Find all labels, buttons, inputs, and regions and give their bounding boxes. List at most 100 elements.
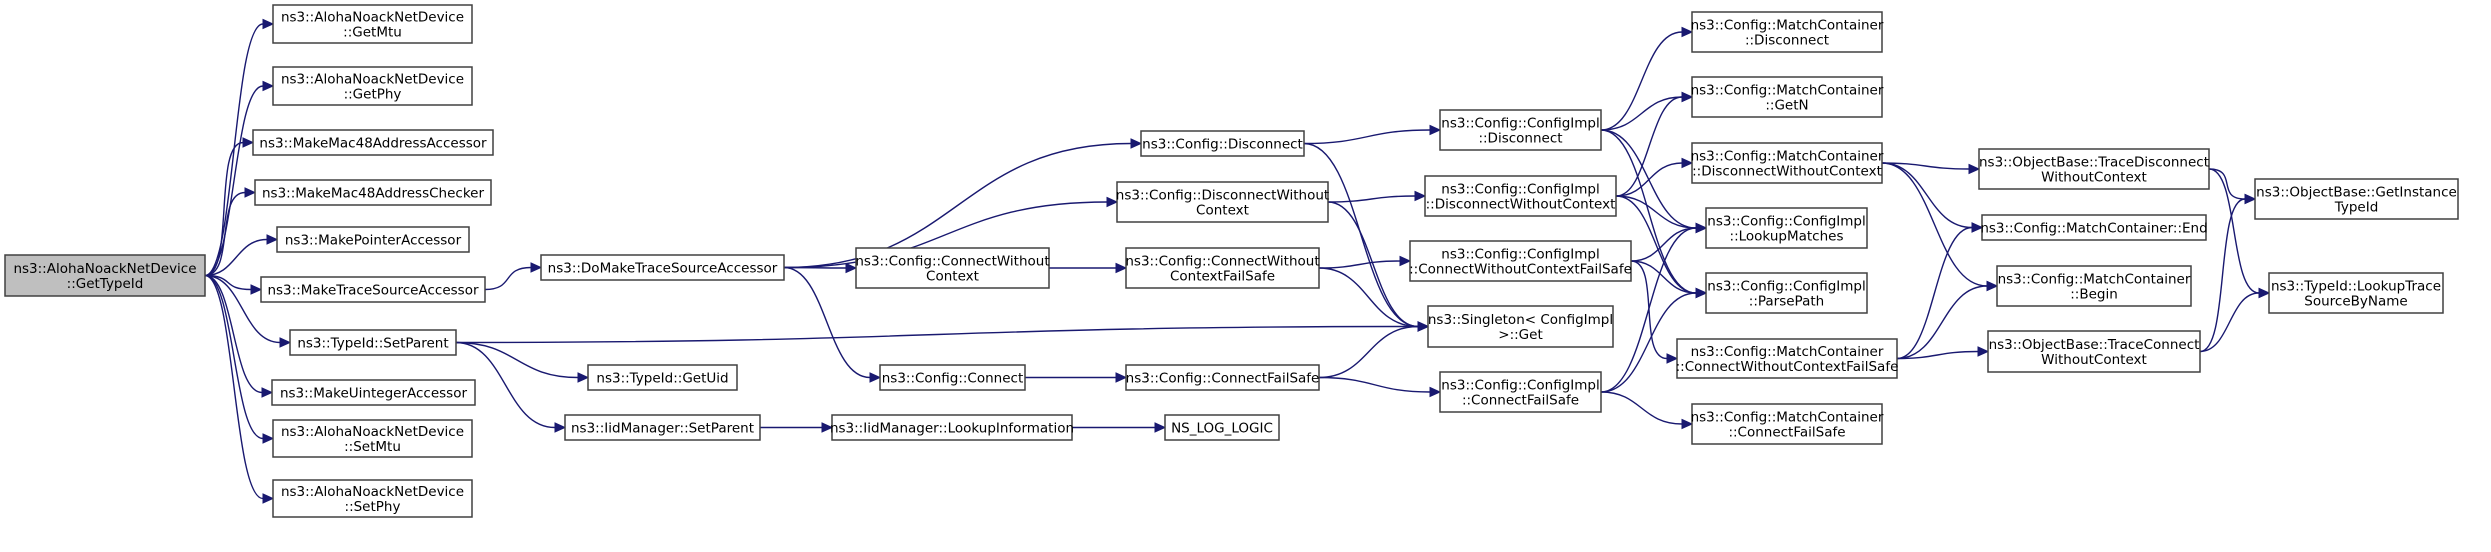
graph-node[interactable]: ns3::ObjectBase::TraceDisconnectWithoutC… (1978, 148, 2210, 190)
graph-node[interactable]: ns3::Config::DisconnectWithoutContext (1116, 181, 1329, 223)
node-box (4, 254, 206, 297)
edge-line (1303, 129, 1431, 145)
edge-line (1630, 227, 1697, 262)
graph-node[interactable]: ns3::IidManager::SetParent (564, 414, 761, 441)
edge-line (1615, 195, 1697, 294)
arrowhead-icon (1429, 124, 1442, 136)
graph-node[interactable]: ns3::MakeTraceSourceAccessor (260, 276, 486, 303)
arrowhead-icon (262, 80, 275, 92)
graph-node[interactable]: ns3::ObjectBase::TraceConnectWithoutCont… (1987, 330, 2201, 373)
graph-node[interactable]: ns3::Config::MatchContainer::GetN (1691, 76, 1884, 118)
edge-line (1881, 162, 1970, 170)
graph-node[interactable]: ns3::MakeUintegerAccessor (271, 379, 476, 406)
arrowhead-icon (821, 422, 834, 433)
edge-line (1615, 162, 1683, 197)
graph-node[interactable]: ns3::Config::ConfigImpl::ParsePath (1705, 272, 1868, 314)
arrowhead-icon (1971, 222, 1984, 233)
node-label: ns3::IidManager::SetParent (571, 421, 754, 437)
node-label: ::GetN (1765, 98, 1808, 114)
arrowhead-icon (279, 337, 292, 348)
node-label: ::Disconnect (1478, 131, 1562, 147)
node-label: ns3::AlohaNoackNetDevice (281, 424, 464, 440)
graph-node[interactable]: ns3::Config::ConfigImpl::DisconnectWitho… (1424, 175, 1617, 217)
graph-node[interactable]: ns3::Config::ConnectWithoutContext (855, 247, 1050, 289)
edge-cfgdisc-to-singleton (1303, 142, 1430, 332)
node-box (1424, 175, 1617, 217)
graph-node[interactable]: ns3::Config::ConfigImpl::ConnectFailSafe (1439, 371, 1602, 413)
graph-node[interactable]: ns3::AlohaNoackNetDevice::GetPhy (272, 66, 473, 106)
graph-node[interactable]: ns3::Config::MatchContainer::Disconnect (1691, 11, 1884, 53)
node-box (1164, 414, 1280, 441)
arrowhead-icon (577, 372, 590, 383)
graph-node[interactable]: ns3::Config::MatchContainer::End (1980, 214, 2208, 241)
graph-node[interactable]: ns3::Config::MatchContainer::Begin (1996, 265, 2192, 307)
node-label: Context (1196, 203, 1249, 219)
graph-node[interactable]: ns3::TypeId::SetParent (289, 329, 457, 356)
arrowhead-icon (554, 422, 567, 433)
arrowhead-icon (1681, 26, 1694, 38)
arrowhead-icon (1399, 255, 1412, 267)
node-label: ns3::Config::MatchContainer (1691, 18, 1884, 34)
node-label: Context (926, 269, 979, 285)
node-box (276, 226, 470, 253)
edge-line (1600, 292, 1697, 393)
graph-node[interactable]: ns3::Config::MatchContainer::DisconnectW… (1691, 142, 1884, 184)
edge-root-to-setparent (204, 274, 292, 348)
graph-node[interactable]: ns3::IidManager::LookupInformation (830, 414, 1074, 441)
node-label: ns3::Config::ConfigImpl (1441, 247, 1599, 263)
node-label: ::LookupMatches (1730, 229, 1844, 245)
graph-node[interactable]: ns3::Config::Connect (879, 364, 1026, 391)
node-box (272, 419, 473, 458)
edge-line (204, 141, 244, 277)
node-label: ns3::ObjectBase::GetInstance (2256, 185, 2457, 201)
arrowhead-icon (1666, 353, 1679, 364)
graph-node[interactable]: ns3::Config::MatchContainer::ConnectFail… (1691, 403, 1884, 445)
graph-node[interactable]: ns3::DoMakeTraceSourceAccessor (540, 254, 785, 281)
edge-lookupinfo-to-nslog (1072, 422, 1167, 433)
edge-line (1600, 391, 1683, 425)
graph-node[interactable]: ns3::Config::ConfigImpl::ConnectWithoutC… (1409, 240, 1632, 282)
graph-node[interactable]: ns3::Config::ConnectFailSafe (1125, 364, 1320, 391)
edge-line (455, 341, 556, 429)
edge-cfgdisc-to-implDisc (1303, 124, 1442, 145)
graph-node[interactable]: ns3::Config::MatchContainer::ConnectWith… (1676, 338, 1899, 379)
edge-line (1600, 129, 1697, 294)
edge-root-to-setphy (204, 274, 275, 504)
node-label: ::Disconnect (1745, 33, 1829, 49)
graph-node[interactable]: ns3::Config::ConnectWithoutContextFailSa… (1125, 247, 1320, 289)
edge-domake-to-cfgconn (783, 266, 882, 383)
edge-line (204, 274, 263, 394)
graph-node[interactable]: ns3::TypeId::GetUid (587, 364, 738, 391)
graph-node[interactable]: ns3::MakeMac48AddressChecker (254, 179, 492, 206)
edge-root-to-getmtu (204, 18, 275, 277)
graph-node[interactable]: ns3::Config::ConfigImpl::LookupMatches (1705, 207, 1868, 249)
graph-node[interactable]: ns3::AlohaNoackNetDevice::SetMtu (272, 419, 473, 458)
edge-setparent-to-getuid (455, 341, 590, 383)
arrowhead-icon (262, 18, 275, 30)
root-node[interactable]: ns3::AlohaNoackNetDevice::GetTypeId (4, 254, 206, 297)
node-box (1676, 338, 1898, 379)
node-label: ns3::MakeTraceSourceAccessor (267, 283, 478, 299)
graph-node[interactable]: ns3::MakeMac48AddressAccessor (252, 129, 494, 156)
node-label: ns3::ObjectBase::TraceDisconnect (1979, 155, 2209, 171)
edge-mcConnWcFs-to-mcEnd (1896, 222, 1984, 360)
graph-node[interactable]: ns3::Config::ConfigImpl::Disconnect (1439, 109, 1602, 151)
graph-node[interactable]: ns3::Singleton< ConfigImpl>::Get (1427, 305, 1614, 348)
edge-implConnWcFs-to-lookupMatches (1630, 222, 1708, 262)
node-label: ::ConnectWithoutContextFailSafe (1676, 359, 1899, 375)
graph-node[interactable]: ns3::MakePointerAccessor (276, 226, 470, 253)
edge-traceConnWc-to-getInstTypeId (2199, 193, 2257, 353)
graph-node[interactable]: ns3::Config::Disconnect (1140, 130, 1305, 157)
graph-node[interactable]: NS_LOG_LOGIC (1164, 414, 1280, 441)
graph-node[interactable]: ns3::AlohaNoackNetDevice::GetMtu (272, 4, 473, 44)
node-label: ::GetTypeId (67, 276, 144, 292)
node-box (1705, 272, 1868, 314)
edge-line (1318, 376, 1431, 393)
edge-line (1896, 350, 1979, 360)
node-box (2268, 272, 2444, 314)
arrowhead-icon (242, 137, 255, 148)
graph-node[interactable]: ns3::AlohaNoackNetDevice::SetPhy (272, 479, 473, 518)
